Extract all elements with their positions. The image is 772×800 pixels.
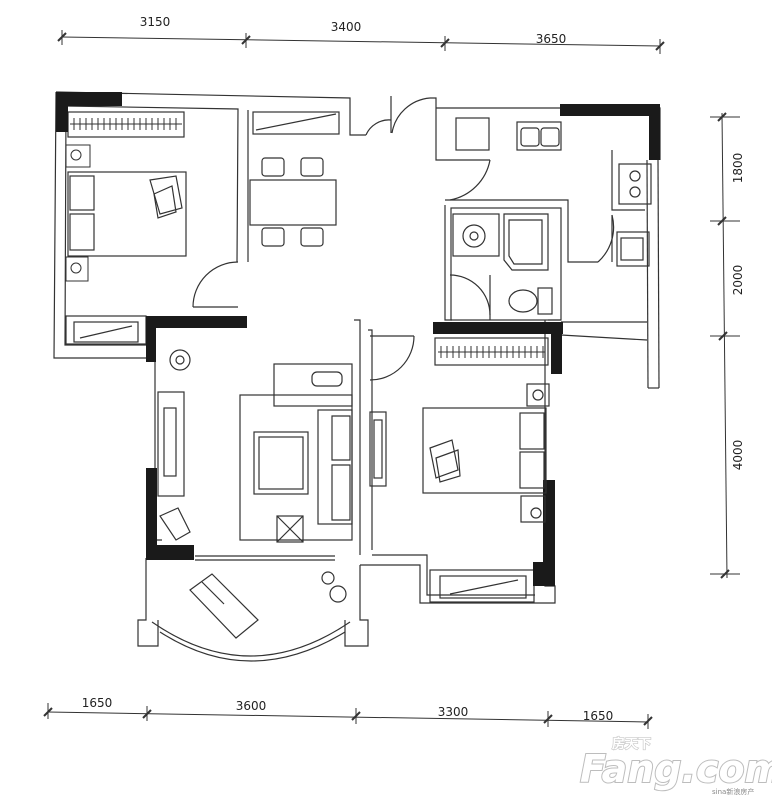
dim-bottom-3: 3300 bbox=[438, 705, 469, 719]
nightstands-top-left bbox=[65, 144, 91, 282]
living-furniture bbox=[157, 349, 353, 639]
bed-top-left bbox=[67, 171, 187, 257]
bed-bottom-right bbox=[369, 383, 550, 523]
watermark-cn: 房天下 bbox=[612, 736, 651, 752]
dimension-ticks bbox=[43, 32, 730, 726]
dim-bottom-1: 1650 bbox=[82, 696, 113, 710]
dim-top-1: 3150 bbox=[140, 15, 171, 29]
dimension-lines bbox=[47, 30, 740, 729]
dim-bottom-4: 1650 bbox=[583, 709, 614, 723]
watermark: 房天下 Fang.com sina新浪房产 bbox=[579, 735, 772, 796]
dim-top-3: 3650 bbox=[536, 32, 567, 46]
dim-bottom-2: 3600 bbox=[236, 699, 267, 713]
watermark-en: Fang.com bbox=[580, 747, 772, 791]
dining-table bbox=[249, 157, 337, 247]
dim-top-2: 3400 bbox=[331, 20, 362, 34]
dim-right-1: 1800 bbox=[731, 153, 745, 184]
thick-walls bbox=[56, 92, 660, 586]
watermark-small: sina新浪房产 bbox=[712, 787, 754, 796]
dim-right-3: 4000 bbox=[731, 440, 745, 471]
wall-outlines bbox=[53, 91, 661, 662]
dim-right-2: 2000 bbox=[731, 265, 745, 296]
